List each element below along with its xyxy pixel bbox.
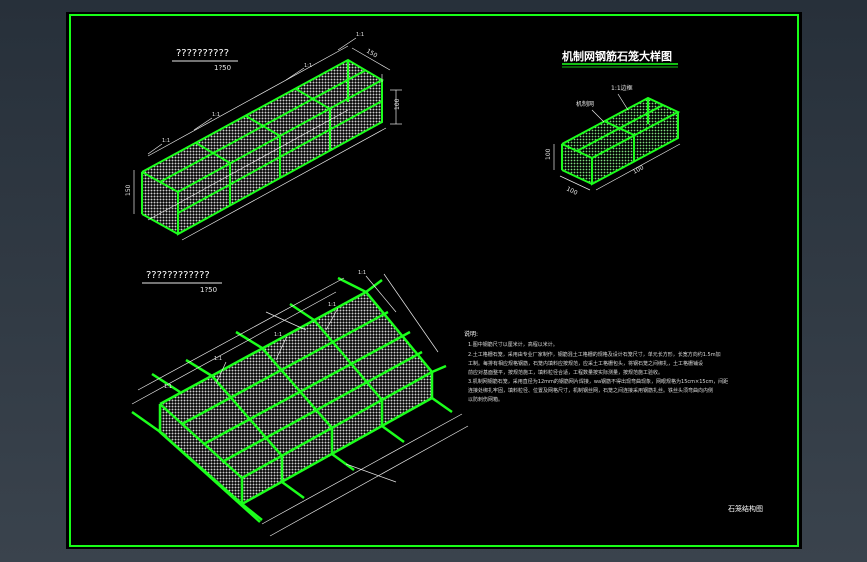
svg-text:1:1: 1:1 [212, 112, 220, 118]
detail-tag-leader: 1:1边框 [611, 84, 633, 92]
sheet-title: 石笼结构图 [728, 504, 763, 513]
detail-view-title: 机制网钢筋石笼大样图 [562, 49, 672, 63]
notes-lines: 1.图中钢筋尺寸以厘米计，高程以米计。 2.土工格栅石笼，采用由专业厂家制作，钢… [468, 341, 728, 403]
detail-dim-lines [553, 93, 681, 191]
notes-item: 1.图中钢筋尺寸以厘米计，高程以米计。 [468, 341, 558, 348]
notes-block: 说明: 1.图中钢筋尺寸以厘米计，高程以米计。 2.土工格栅石笼，采用由专业厂家… [464, 330, 728, 403]
svg-text:1:1: 1:1 [164, 384, 172, 390]
detail-frame [561, 96, 681, 186]
svg-text:1:1: 1:1 [358, 270, 366, 276]
top-gabion-view: 1:1 1:1 1:1 1:1 150 100 150 ?????????? 1… [125, 32, 402, 241]
notes-item: 前应对基面整平，按规范施工，填料粒径合适，工程数量按实际测量，按规范施工验收。 [468, 369, 663, 376]
sheet-border [69, 14, 799, 547]
detail-front-face [562, 144, 592, 184]
svg-text:1:1: 1:1 [328, 302, 336, 308]
detail-dim-height: 100 [545, 148, 552, 160]
bottom-front-face [160, 404, 242, 504]
bottom-view-title: ???????????? [146, 270, 210, 281]
top-view-scale: 1?50 [214, 64, 231, 72]
notes-item: 3.机制网钢筋石笼，采用直径为12mm的钢筋网片焊接，wa钢筋不得出现弯曲现象，… [468, 378, 728, 385]
notes-item: 2.土工格栅石笼，采用由专业厂家制作，钢筋混土工格栅的规格及设计石笼尺寸，单元长… [468, 351, 721, 358]
drawing-sheet: 1:1 1:1 1:1 1:1 150 100 150 ?????????? 1… [66, 12, 802, 549]
detail-tag-mesh: 机制网 [576, 100, 594, 108]
bottom-view-scale: 1?50 [200, 286, 217, 294]
detail-view: 机制网钢筋石笼大样图 [545, 49, 681, 197]
top-dim-lines [133, 37, 402, 241]
drawing-canvas: 1:1 1:1 1:1 1:1 150 100 150 ?????????? 1… [69, 14, 799, 547]
bottom-dim-marks: 1:1 1:1 1:1 1:1 1:1 [164, 270, 366, 390]
svg-text:1:1: 1:1 [304, 63, 312, 69]
top-dim-marks: 1:1 1:1 1:1 1:1 [162, 32, 364, 144]
detail-dim-length: 100 [632, 164, 646, 176]
notes-item: 连接处绑扎牢固，填料粒径、位置及网格尺寸，机制钢丝网，石笼之间连接采用钢筋扎丝。… [468, 387, 713, 394]
notes-item: 以防刺伤网箱。 [468, 396, 503, 403]
bottom-dim-lines [131, 273, 469, 537]
top-view-title: ?????????? [176, 48, 229, 59]
bottom-gabion-frame [131, 276, 453, 523]
svg-text:1:1: 1:1 [162, 138, 170, 144]
notes-heading: 说明: [464, 330, 478, 338]
svg-text:1:1: 1:1 [274, 332, 282, 338]
top-dim-right-side: 100 [394, 98, 401, 110]
notes-item: 工制。每排有相应规格钢筋，石笼内填料应按规范，应采土工格栅包头，将钢石笼之间绑扎… [468, 360, 703, 367]
bottom-gabion-view: ???????????? 1?50 [131, 270, 469, 537]
svg-text:1:1: 1:1 [214, 356, 222, 362]
svg-text:1:1: 1:1 [356, 32, 364, 38]
detail-dim-width: 100 [565, 186, 579, 197]
top-dim-left-side: 150 [125, 184, 132, 196]
top-dim-right-top: 150 [365, 48, 379, 60]
bottom-side-face [242, 372, 432, 504]
